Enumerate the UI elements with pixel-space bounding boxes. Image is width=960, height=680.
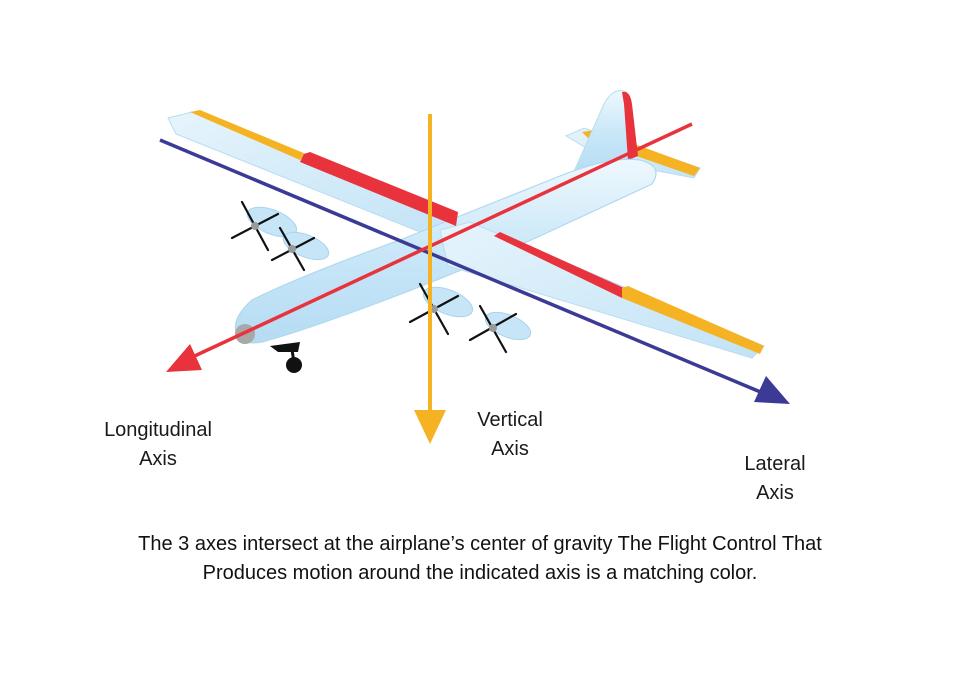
left-wingtip xyxy=(190,110,306,160)
vertical-axis-arrowhead xyxy=(414,410,446,444)
nose-wheel xyxy=(286,357,302,373)
vertical-axis-label: Vertical Axis xyxy=(477,409,543,460)
rudder xyxy=(622,91,638,160)
diagram-caption: The 3 axes intersect at the airplane’s c… xyxy=(60,530,900,588)
propeller-1 xyxy=(230,200,280,252)
propeller-2 xyxy=(270,226,316,272)
nose-landing-gear xyxy=(270,342,302,373)
longitudinal-axis-arrowhead xyxy=(166,344,202,372)
vertical-axis xyxy=(414,114,446,444)
main-wing xyxy=(439,221,765,359)
longitudinal-axis xyxy=(166,122,693,372)
main-wing-root xyxy=(167,111,459,241)
right-aileron xyxy=(494,232,624,298)
lateral-axis xyxy=(159,138,790,404)
right-wingtip xyxy=(622,286,764,354)
airplane xyxy=(167,90,765,373)
propeller-4 xyxy=(468,304,518,354)
caption-line-1: The 3 axes intersect at the airplane’s c… xyxy=(138,533,822,555)
lateral-axis-arrowhead xyxy=(754,376,790,404)
caption-line-2: Produces motion around the indicated axi… xyxy=(202,562,758,584)
left-aileron xyxy=(300,152,458,226)
lateral-axis-label: Lateral Axis xyxy=(744,453,806,504)
longitudinal-axis-label: Longitudinal Axis xyxy=(104,419,212,470)
vertical-fin xyxy=(571,90,635,177)
